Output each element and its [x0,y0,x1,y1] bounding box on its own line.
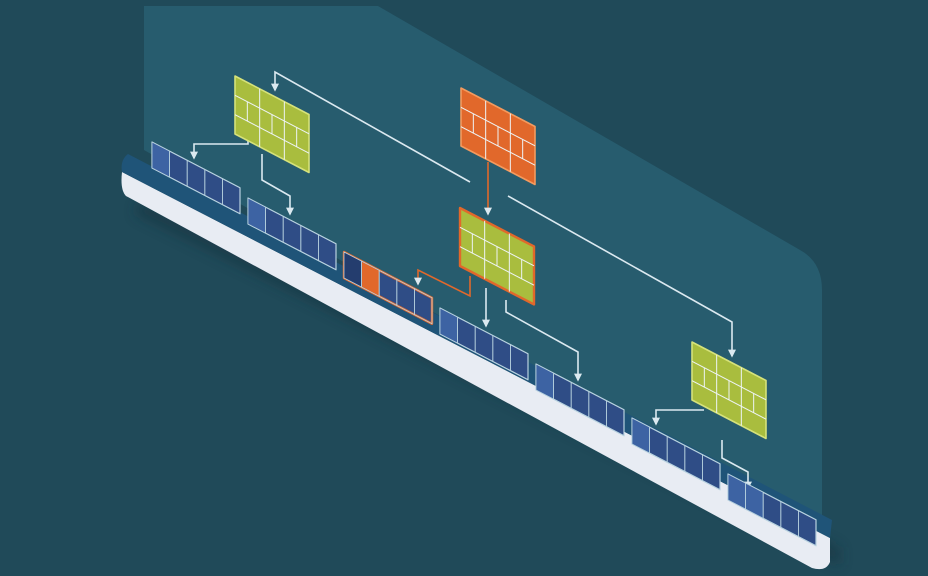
leaf-block-6 [631,417,721,491]
block-cell [702,453,721,491]
leaf-block-5 [535,363,625,437]
node-root [460,87,536,186]
connector-layer [190,70,752,490]
node-middle [458,206,536,306]
block-cell [798,509,817,547]
arrow-connector-icon [271,70,471,183]
block-cell [317,233,337,271]
arrow-connector-icon [652,409,704,426]
base-platform-side [121,172,830,570]
leaf-block-7 [727,473,817,547]
block-cell [413,287,433,325]
leaf-block-4 [439,307,529,381]
leaf-block-3 [342,250,434,325]
leaf-block-2 [247,197,337,271]
node-left [234,75,310,174]
arrow-connector-icon [721,440,752,490]
arrow-connector-icon [414,268,471,298]
leaf-block-layer [151,141,817,547]
block-cell [509,343,529,381]
block-cell [221,177,241,215]
arrow-connector-icon [505,300,582,382]
leaf-block-1 [151,141,241,215]
internal-node-layer [234,75,767,440]
node-right [691,341,767,440]
arrow-connector-icon [261,154,294,216]
block-cell [606,399,625,437]
arrow-connector-icon [507,195,736,358]
